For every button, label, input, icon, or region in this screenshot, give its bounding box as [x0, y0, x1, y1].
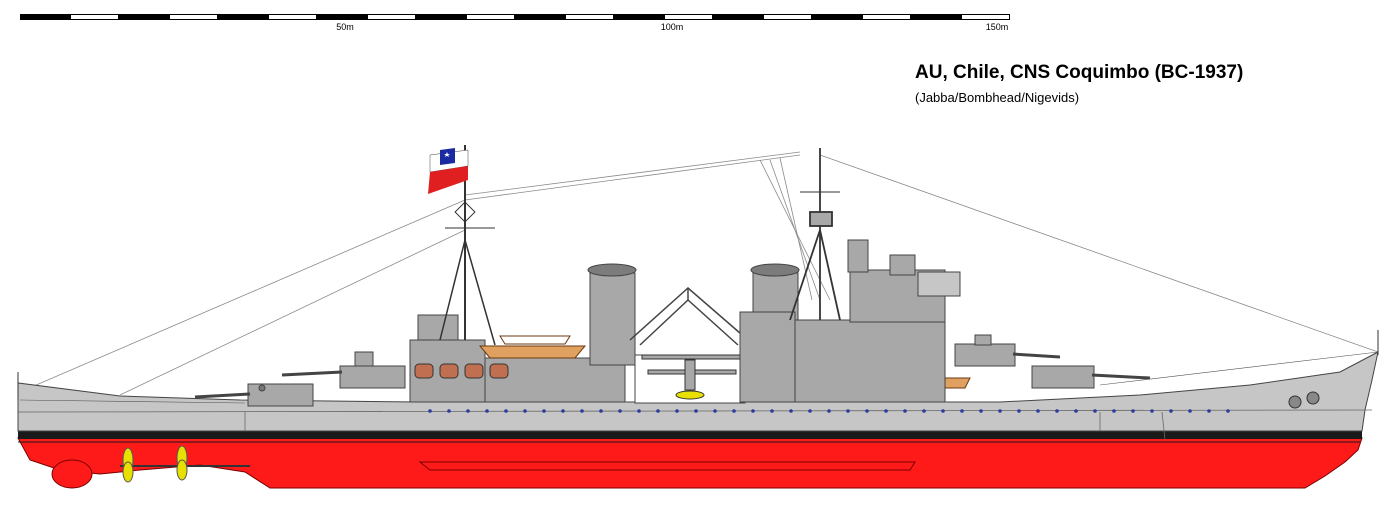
seaplane-icon	[641, 354, 741, 400]
scale-bar	[20, 14, 1010, 20]
propeller-aft	[122, 447, 134, 483]
scale-segment	[20, 14, 70, 20]
scale-segment	[861, 14, 911, 20]
turret-b	[954, 334, 1061, 367]
secondary-gun-mount	[464, 363, 484, 379]
porthole	[542, 409, 546, 413]
porthole	[751, 409, 755, 413]
anchor-icon	[1288, 391, 1320, 409]
scale-segment	[465, 14, 515, 20]
drawing-credits: (Jabba/Bombhead/Nigevids)	[915, 90, 1080, 105]
rudder	[51, 459, 93, 489]
drawing-title: AU, Chile, CNS Coquimbo (BC-1937)	[915, 62, 1244, 83]
porthole	[1112, 409, 1116, 413]
porthole	[504, 409, 508, 413]
porthole	[694, 409, 698, 413]
porthole	[1150, 409, 1154, 413]
porthole	[865, 409, 869, 413]
scale-segment	[614, 14, 664, 20]
chilean-flag-icon	[428, 148, 469, 194]
porthole	[675, 409, 679, 413]
porthole	[732, 409, 736, 413]
foremast	[789, 148, 841, 321]
scale-label-150m: 150m	[985, 22, 1009, 32]
porthole	[998, 409, 1002, 413]
porthole	[922, 409, 926, 413]
funnel-aft	[587, 263, 637, 366]
scale-segment	[366, 14, 416, 20]
scale-segment	[69, 14, 119, 20]
scale-segment	[119, 14, 169, 20]
bridge-tower	[739, 239, 961, 403]
turret-a	[1031, 365, 1151, 389]
porthole	[903, 409, 907, 413]
porthole	[827, 409, 831, 413]
scale-segment	[960, 14, 1010, 20]
deck-railing	[19, 351, 1379, 404]
porthole	[1093, 409, 1097, 413]
scale-segment	[416, 14, 466, 20]
scale-segment	[564, 14, 614, 20]
porthole	[656, 409, 660, 413]
porthole	[979, 409, 983, 413]
porthole	[599, 409, 603, 413]
porthole	[428, 409, 432, 413]
scale-segment	[317, 14, 367, 20]
porthole	[960, 409, 964, 413]
porthole	[1169, 409, 1173, 413]
scale-segment	[663, 14, 713, 20]
scale-segment	[911, 14, 961, 20]
bilge-keel	[418, 461, 916, 471]
porthole	[884, 409, 888, 413]
porthole	[485, 409, 489, 413]
scale-segment	[762, 14, 812, 20]
hull-antifouling	[17, 437, 1363, 489]
porthole	[1207, 409, 1211, 413]
scale-segment	[267, 14, 317, 20]
secondary-gun-mount	[489, 363, 509, 379]
porthole	[580, 409, 584, 413]
porthole	[713, 409, 717, 413]
porthole	[846, 409, 850, 413]
porthole	[770, 409, 774, 413]
porthole	[1226, 409, 1230, 413]
porthole	[637, 409, 641, 413]
secondary-gun-mount	[439, 363, 459, 379]
hull-portholes	[428, 409, 1230, 413]
scale-segment	[218, 14, 268, 20]
scale-label-50m: 50m	[336, 22, 354, 32]
porthole	[1055, 409, 1059, 413]
porthole	[1017, 409, 1021, 413]
porthole	[561, 409, 565, 413]
porthole	[466, 409, 470, 413]
propeller-forward	[176, 445, 188, 481]
porthole	[523, 409, 527, 413]
aft-superstructure	[409, 314, 626, 403]
porthole	[1036, 409, 1040, 413]
porthole	[941, 409, 945, 413]
scale-segment	[515, 14, 565, 20]
porthole	[447, 409, 451, 413]
porthole	[1074, 409, 1078, 413]
porthole	[808, 409, 812, 413]
porthole	[1131, 409, 1135, 413]
scale-segment	[812, 14, 862, 20]
porthole	[1188, 409, 1192, 413]
secondary-gun-mount	[414, 363, 434, 379]
scale-segment	[168, 14, 218, 20]
aircraft-crane	[629, 287, 749, 346]
boot-topping	[18, 431, 1362, 439]
turret-x	[281, 351, 406, 389]
turret-y	[194, 383, 314, 407]
porthole	[789, 409, 793, 413]
porthole	[618, 409, 622, 413]
scale-segment	[713, 14, 763, 20]
rigging	[19, 151, 1379, 396]
scale-label-100m: 100m	[660, 22, 684, 32]
